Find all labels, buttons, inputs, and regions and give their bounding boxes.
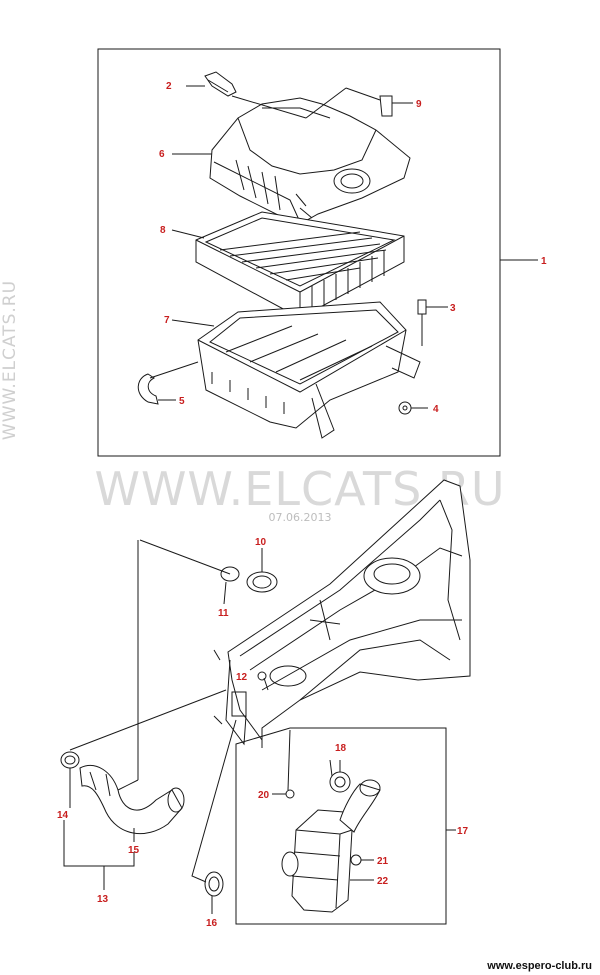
leader-hose-join (117, 779, 139, 791)
callout-17: 17 (457, 826, 469, 837)
callout-11: 11 (218, 608, 229, 619)
part-8-filter (195, 211, 405, 319)
body-structure (213, 479, 471, 746)
callout-10: 10 (255, 537, 267, 548)
part-20-bolt (272, 789, 295, 799)
part-11-clamp (220, 566, 240, 605)
footer-site-link[interactable]: www.espero-club.ru (487, 960, 592, 972)
part-17-resonator-frame (235, 727, 456, 925)
callout-20: 20 (258, 790, 270, 801)
callout-4: 4 (433, 404, 439, 415)
part-13-bracket (63, 820, 135, 890)
part-3-bolt (417, 299, 448, 346)
callout-1: 1 (541, 256, 547, 267)
leader-16 (191, 719, 237, 883)
part-17-resonator (281, 779, 381, 913)
part-15-hose (79, 765, 185, 842)
callout-2: 2 (166, 81, 172, 92)
callout-6: 6 (159, 149, 165, 160)
part-12-bolt (257, 671, 269, 691)
callout-3: 3 (450, 303, 456, 314)
part-14-clamp (60, 751, 80, 808)
part-6-cover (209, 97, 411, 225)
callout-7: 7 (164, 315, 170, 326)
part-7-lower-housing (197, 301, 421, 439)
leader-11 (139, 539, 231, 575)
callout-21: 21 (377, 856, 389, 867)
air-cleaner-assembly-frame (97, 48, 501, 457)
watermark-date: 07.06.2013 (268, 511, 332, 524)
part-10-grommet (246, 548, 278, 593)
callout-labels: 1 2 3 4 5 6 7 8 9 10 11 12 13 14 15 16 1… (57, 81, 547, 929)
part-18-clamp (329, 760, 351, 793)
part-5-clip (137, 361, 199, 405)
callout-18: 18 (335, 743, 347, 754)
callout-5: 5 (179, 396, 185, 407)
callout-14: 14 (57, 810, 69, 821)
callout-22: 22 (377, 876, 389, 887)
part-2-sensor (186, 71, 237, 97)
callout-15: 15 (128, 845, 140, 856)
part-16-grommet (204, 871, 224, 914)
callout-9: 9 (416, 99, 422, 110)
part-9-clip (379, 95, 413, 117)
leader-20 (287, 729, 291, 791)
callout-13: 13 (97, 894, 109, 905)
leader-18 (329, 759, 333, 777)
callout-8: 8 (160, 225, 166, 236)
part-4-nut (398, 401, 428, 415)
callout-12: 12 (236, 672, 248, 683)
part-21-nut (350, 854, 374, 866)
callout-16: 16 (206, 918, 218, 929)
leader-14 (69, 689, 227, 751)
